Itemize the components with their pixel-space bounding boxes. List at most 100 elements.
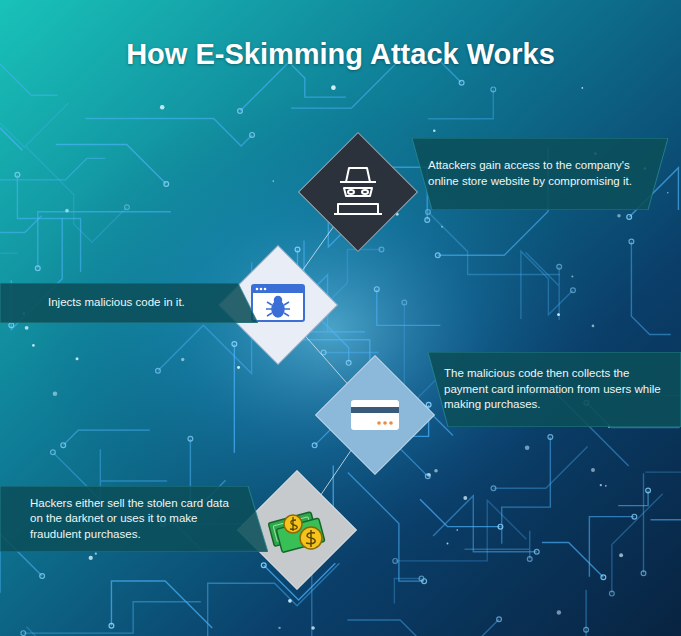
step-description: Injects malicious code in it.: [0, 295, 258, 311]
light-dot: [600, 484, 602, 486]
step-description: Attackers gain access to the company's o…: [412, 158, 668, 189]
circuit-trace: [38, 212, 171, 268]
circuit-trace: [347, 619, 499, 636]
circuit-trace: [56, 144, 166, 184]
circuit-pad: [35, 266, 40, 271]
circuit-trace: [208, 563, 340, 636]
circuit-pad: [9, 323, 14, 328]
circuit-pad: [109, 623, 114, 628]
light-dot: [433, 129, 436, 132]
circuit-trace: [542, 543, 603, 578]
step-description: The malicious code then collects the pay…: [428, 366, 681, 413]
circuit-pad: [534, 549, 539, 554]
light-dot: [617, 214, 621, 218]
circuit-trace: [395, 500, 526, 561]
circuit-trace: [650, 520, 681, 569]
light-dot: [571, 275, 573, 277]
circuit-pad: [629, 239, 634, 244]
circuit-trace: [643, 473, 644, 573]
circuit-pad: [51, 450, 56, 455]
card-diamond: [316, 356, 435, 475]
circuit-trace: [585, 590, 586, 636]
circuit-pad: [374, 287, 379, 292]
circuit-pad: [571, 288, 576, 293]
circuit-pad: [646, 488, 651, 493]
light-dot: [32, 344, 35, 347]
circuit-pad: [459, 80, 464, 85]
light-dot: [53, 391, 58, 396]
light-dot: [272, 180, 274, 182]
circuit-trace: [645, 472, 681, 536]
circuit-pad: [21, 631, 26, 636]
light-dot: [311, 626, 315, 630]
circuit-pad: [379, 247, 384, 252]
light-dot: [278, 627, 280, 629]
circuit-trace: [394, 578, 421, 603]
light-dot: [463, 496, 467, 500]
circuit-pad: [250, 133, 255, 138]
circuit-trace: [377, 289, 441, 325]
circuit-pad: [557, 264, 562, 269]
circuit-pad: [312, 443, 317, 448]
light-dot: [525, 445, 530, 450]
hacker-diamond: [299, 133, 418, 252]
circuit-trace: [26, 627, 121, 636]
circuit-trace: [85, 118, 252, 145]
light-dot: [667, 192, 669, 194]
light-dot: [237, 366, 240, 369]
step-banner: Hackers either sell the stolen card data…: [0, 486, 268, 552]
circuit-pad: [641, 571, 646, 576]
circuit-trace: [158, 325, 252, 373]
circuit-trace: [521, 251, 573, 319]
light-dot: [557, 610, 561, 614]
circuit-pad: [548, 435, 553, 440]
banner-fill: [0, 283, 258, 323]
light-dot: [447, 543, 449, 545]
circuit-trace: [234, 344, 235, 453]
light-dot: [427, 473, 431, 477]
circuit-trace: [0, 8, 58, 95]
circuit-pad: [321, 350, 326, 355]
circuit-pad: [426, 402, 431, 407]
light-dot: [89, 556, 93, 560]
light-dot: [605, 485, 607, 487]
circuit-trace: [25, 146, 126, 242]
circuit-pad: [425, 474, 430, 479]
circuit-trace: [348, 472, 424, 581]
circuit-pad: [632, 514, 637, 519]
light-dot: [456, 529, 458, 531]
light-dot: [557, 313, 560, 316]
circuit-pad: [125, 205, 130, 210]
circuit-pad: [584, 627, 589, 632]
circuit-pad: [188, 436, 193, 441]
light-dot: [591, 468, 595, 472]
circuit-traces: [0, 5, 681, 636]
circuit-trace: [612, 494, 663, 594]
circuit-trace: [17, 175, 80, 272]
circuit-pad: [435, 253, 440, 258]
circuit-pad: [232, 342, 237, 347]
circuit-trace: [0, 36, 69, 147]
circuit-pad: [402, 300, 407, 305]
light-dot: [331, 85, 336, 90]
circuit-trace: [420, 499, 500, 527]
step-banner: Attackers gain access to the company's o…: [412, 138, 668, 210]
circuit-pad: [527, 557, 532, 562]
circuit-pad: [346, 360, 351, 365]
circuit-pad: [238, 109, 243, 114]
banner-shape: [412, 138, 668, 210]
circuit-pad: [164, 182, 169, 187]
circuit-pad: [15, 172, 20, 177]
circuit-pad: [261, 563, 266, 568]
circuit-pad: [426, 210, 431, 215]
light-dot: [95, 553, 97, 555]
light-dot: [288, 599, 292, 603]
light-dot: [25, 326, 29, 330]
light-dot: [581, 87, 583, 89]
light-dot: [441, 226, 443, 228]
circuit-pad: [393, 559, 398, 564]
circuit-pad: [601, 575, 606, 580]
light-dot: [65, 209, 69, 213]
circuit-pad: [295, 247, 300, 252]
